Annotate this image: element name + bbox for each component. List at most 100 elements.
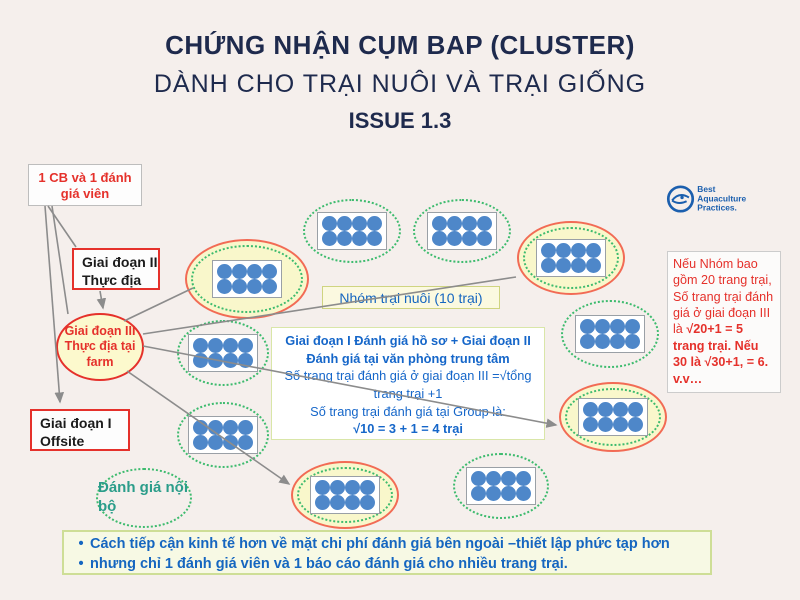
farm-dot-icon bbox=[223, 420, 238, 435]
connector-line bbox=[51, 205, 69, 315]
farm-dot-icon bbox=[610, 334, 625, 349]
farm-dot-icon bbox=[223, 338, 238, 353]
farm-dot-icon bbox=[223, 435, 238, 450]
farm-cluster bbox=[413, 199, 511, 263]
farm-dot-icon bbox=[556, 243, 571, 258]
farm-dot-icon bbox=[501, 486, 516, 501]
green-dotted-ring bbox=[523, 227, 619, 289]
side-note-normal: Nếu Nhóm bao gồm 20 trang trại, Số trang… bbox=[673, 257, 774, 337]
farm-dot-icon bbox=[571, 243, 586, 258]
fish-icon bbox=[671, 194, 690, 202]
farm-dot-icon bbox=[613, 417, 628, 432]
farm-group-label: Nhóm trại nuôi (10 trại) bbox=[322, 286, 500, 309]
farm-icon bbox=[310, 476, 380, 514]
farm-cluster bbox=[453, 453, 549, 519]
farm-dot-icon bbox=[238, 435, 253, 450]
farm-icon bbox=[536, 239, 606, 277]
farm-dot-icon bbox=[345, 495, 360, 510]
farm-dot-icon bbox=[232, 264, 247, 279]
farm-cluster bbox=[561, 300, 659, 368]
farm-dot-icon bbox=[583, 417, 598, 432]
farm-dot-icon bbox=[352, 216, 367, 231]
green-dotted-ring bbox=[297, 467, 393, 523]
farm-dot-icon bbox=[238, 338, 253, 353]
title-line1: CHỨNG NHẬN CỤM BAP (CLUSTER) bbox=[165, 30, 635, 60]
center-explanation-box: Giai đoạn I Đánh giá hồ sơ + Giai đoạn I… bbox=[271, 327, 545, 440]
farm-dot-icon bbox=[625, 319, 640, 334]
title-issue: ISSUE 1.3 bbox=[348, 108, 452, 133]
farm-dot-icon bbox=[247, 279, 262, 294]
farm-dot-icon bbox=[595, 319, 610, 334]
connector-line bbox=[47, 205, 77, 248]
farm-dot-icon bbox=[598, 417, 613, 432]
farm-dot-icon bbox=[580, 334, 595, 349]
farm-dot-icon bbox=[477, 231, 492, 246]
farm-icon bbox=[427, 212, 497, 250]
farm-dot-icon bbox=[352, 231, 367, 246]
farm-dot-icon bbox=[447, 231, 462, 246]
stage3-farm-ellipse: Giai đoạn III Thực địa tại farm bbox=[56, 313, 144, 381]
farm-dot-icon bbox=[598, 402, 613, 417]
center-line3: Số trang trại đánh giá tại Group là: bbox=[310, 403, 506, 419]
summary-bullet2: nhưng chỉ 1 đánh giá viên và 1 báo cáo đ… bbox=[90, 556, 568, 573]
farm-icon bbox=[212, 260, 282, 298]
farm-dot-icon bbox=[208, 420, 223, 435]
farm-dot-icon bbox=[613, 402, 628, 417]
bap-logo: Best Aquaculture Practices. bbox=[666, 179, 750, 219]
logo-text-practices: Practices. bbox=[697, 202, 737, 212]
farm-dot-icon bbox=[262, 264, 277, 279]
farm-dot-icon bbox=[223, 353, 238, 368]
farm-dot-icon bbox=[345, 480, 360, 495]
center-bold-line: Giai đoạn I Đánh giá hồ sơ + Giai đoạn I… bbox=[285, 333, 531, 366]
side-note-bold1: √20+1 = 5 trang trại. bbox=[673, 322, 743, 353]
farm-cluster bbox=[177, 402, 269, 468]
farm-dot-icon bbox=[330, 495, 345, 510]
farm-dot-icon bbox=[360, 495, 375, 510]
farm-dot-icon bbox=[238, 353, 253, 368]
farm-dot-icon bbox=[232, 279, 247, 294]
farm-dot-icon bbox=[556, 258, 571, 273]
logo-text-aquaculture: Aquaculture bbox=[697, 193, 746, 203]
farm-dot-icon bbox=[238, 420, 253, 435]
farm-icon bbox=[188, 334, 258, 372]
farm-dot-icon bbox=[208, 353, 223, 368]
farm-dot-icon bbox=[628, 402, 643, 417]
connector-line bbox=[96, 290, 107, 310]
farm-dot-icon bbox=[367, 216, 382, 231]
fish-eye-icon bbox=[680, 195, 684, 200]
farm-dot-icon bbox=[471, 486, 486, 501]
farm-dot-icon bbox=[462, 231, 477, 246]
connector-line bbox=[123, 287, 194, 322]
stage2-field-box: Giai đoạn II Thực địa bbox=[72, 248, 160, 290]
farm-cluster bbox=[177, 320, 269, 386]
side-note-box: Nếu Nhóm bao gồm 20 trang trại, Số trang… bbox=[667, 251, 781, 393]
farm-dot-icon bbox=[193, 435, 208, 450]
summary-bullet1: Cách tiếp cận kinh tế hơn về mặt chi phí… bbox=[90, 536, 670, 552]
cb-auditor-box: 1 CB và 1 đánh giá viên bbox=[28, 164, 142, 206]
farm-cluster-highlighted bbox=[291, 461, 399, 529]
farm-icon bbox=[466, 467, 536, 505]
farm-cluster-highlighted bbox=[559, 382, 667, 452]
farm-dot-icon bbox=[217, 279, 232, 294]
farm-dot-icon bbox=[208, 435, 223, 450]
farm-dot-icon bbox=[262, 279, 277, 294]
farm-dot-icon bbox=[501, 471, 516, 486]
farm-dot-icon bbox=[486, 471, 501, 486]
farm-cluster-highlighted bbox=[517, 221, 625, 295]
farm-dot-icon bbox=[586, 243, 601, 258]
farm-dot-icon bbox=[432, 216, 447, 231]
center-line2: Số trang trại đánh giá ở giai đoạn III =… bbox=[284, 368, 532, 401]
farm-dot-icon bbox=[595, 334, 610, 349]
farm-dot-icon bbox=[580, 319, 595, 334]
farm-dot-icon bbox=[432, 231, 447, 246]
farm-dot-icon bbox=[583, 402, 598, 417]
green-dotted-ring bbox=[565, 388, 661, 446]
logo-text-best: Best bbox=[697, 184, 715, 194]
farm-dot-icon bbox=[516, 471, 531, 486]
farm-dot-icon bbox=[471, 471, 486, 486]
logo-circle-icon bbox=[666, 185, 695, 213]
farm-icon bbox=[188, 416, 258, 454]
farm-dot-icon bbox=[541, 258, 556, 273]
farm-icon bbox=[578, 398, 648, 436]
